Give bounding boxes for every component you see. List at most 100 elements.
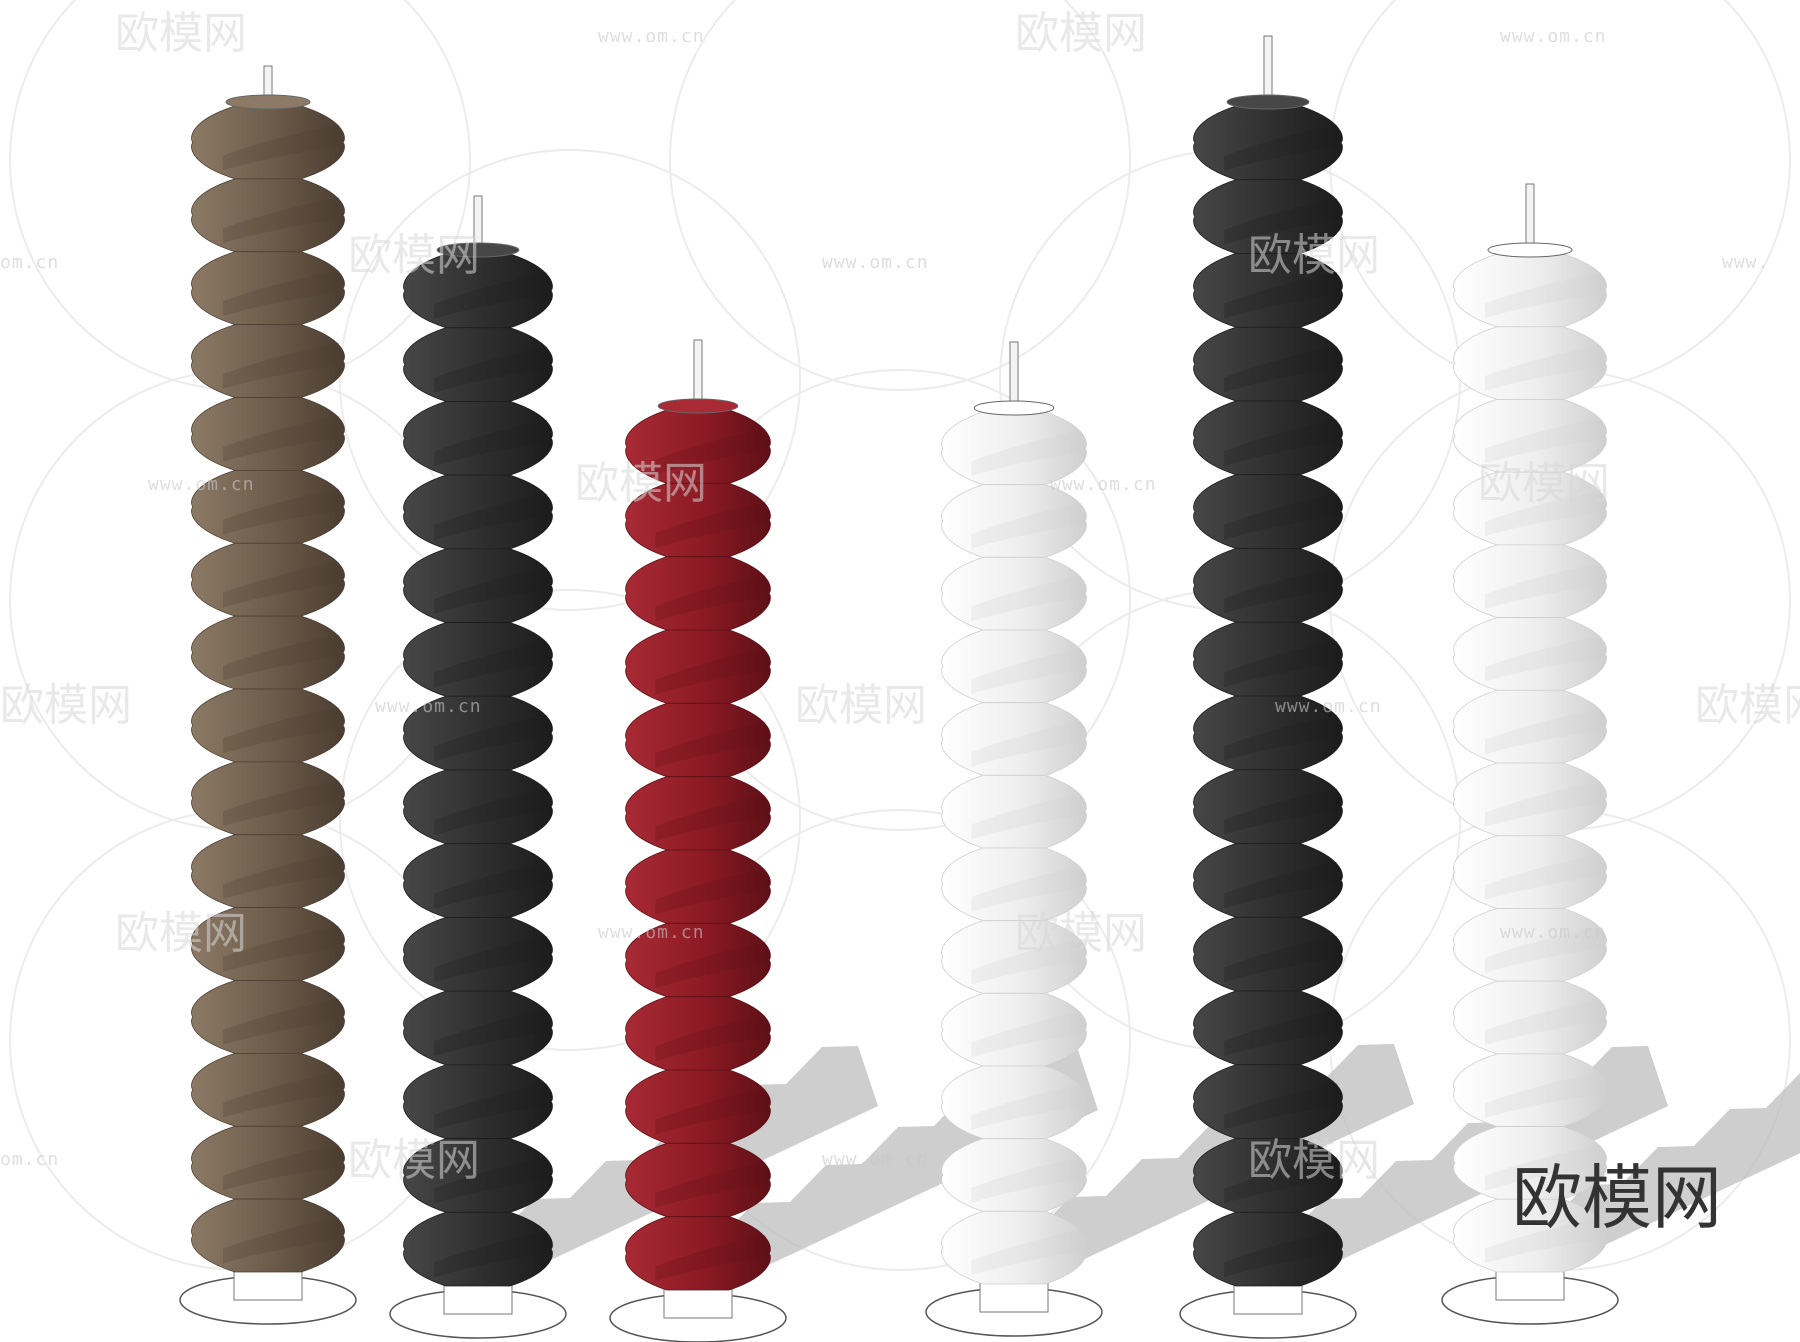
floor-lamp-2 xyxy=(389,195,567,1339)
lamp-rod xyxy=(1009,341,1019,407)
watermark-logo: 欧模网 xyxy=(115,8,247,59)
lamp-disc-shade xyxy=(1224,198,1338,245)
lamp-disc-shade xyxy=(1485,635,1602,682)
watermark-logo: 欧模网 xyxy=(1248,230,1380,281)
watermark-url-partial: www. xyxy=(1722,252,1769,273)
lamp-top-cap xyxy=(657,398,739,414)
lamp-disc-shade xyxy=(223,634,340,681)
lamp-disc-shade xyxy=(1485,417,1602,464)
lamp-disc xyxy=(1453,1198,1607,1273)
watermark-logo: 欧模网 xyxy=(1015,908,1147,959)
watermark-url: www.om.cn xyxy=(1275,696,1382,717)
lamp-top-cap xyxy=(1487,242,1573,258)
lamp-rod xyxy=(1263,35,1273,101)
lamp-disc-shade xyxy=(434,1230,548,1278)
floor-lamp-3 xyxy=(609,339,787,1342)
lamp-disc-shade xyxy=(1224,861,1338,909)
lamp-disc-shade xyxy=(1485,272,1602,318)
lamp-disc-shade xyxy=(971,1011,1082,1058)
lamp-disc xyxy=(625,1216,771,1291)
watermark-url: www.om.cn xyxy=(148,474,255,495)
lamp-disc-shade xyxy=(434,935,548,983)
lamp-disc-shade xyxy=(223,1217,340,1264)
lamp-disc-shade xyxy=(434,272,548,319)
watermark-url: www.om.cn xyxy=(822,252,929,273)
lamp-disc-shade xyxy=(1485,999,1602,1046)
lamp-disc-shade xyxy=(655,501,766,548)
watermark-logo: 欧模网 xyxy=(1695,680,1800,731)
lamp-disc-shade xyxy=(1485,344,1602,391)
lamp-disc-shade xyxy=(434,788,548,835)
lamp-disc-shade xyxy=(434,346,548,393)
lamp-disc-shade xyxy=(971,1156,1082,1203)
lamp-disc-shade xyxy=(223,852,340,899)
lamp-disc-shade xyxy=(971,1084,1082,1130)
lamp-disc-shade xyxy=(434,493,548,541)
lamp-disc-shade xyxy=(223,488,340,535)
lamp-disc-shade xyxy=(1485,926,1602,973)
lamp-disc-shade xyxy=(223,780,340,827)
lamp-top-cap xyxy=(225,94,311,110)
lamp-disc-shade xyxy=(1485,1072,1602,1118)
watermark-logo: 欧模网 xyxy=(1248,1135,1380,1186)
watermark-logo: 欧模网 xyxy=(575,458,707,509)
watermark-logo: 欧模网 xyxy=(1015,8,1147,59)
watermark-url: www.om.cn xyxy=(598,922,705,943)
lamp-disc-shade xyxy=(1224,1009,1338,1056)
lamp-disc-shade xyxy=(971,938,1082,985)
watermark-logo: 欧模网 xyxy=(115,908,247,959)
lamp-disc-shade xyxy=(1224,714,1338,761)
lamp-disc-shade xyxy=(1485,708,1602,755)
corner-watermark: 欧模网 xyxy=(1512,1157,1722,1239)
lamp-disc-shade xyxy=(971,793,1082,840)
lamp-disc-shade xyxy=(1485,1144,1602,1191)
lamp-disc-shade xyxy=(971,720,1082,767)
watermark-url-partial: om.cn xyxy=(0,252,59,273)
watermark-texts: 欧模网欧模网欧模网欧模网欧模网欧模网欧模网欧模网欧模网欧模网欧模网欧模网欧模网w… xyxy=(0,8,1800,1186)
watermark-logo: 欧模网 xyxy=(795,680,927,731)
lamp-disc-shade xyxy=(434,862,548,909)
lamp-disc-shade xyxy=(434,419,548,467)
lamp-disc-shade xyxy=(434,1009,548,1057)
lamp-disc-shade xyxy=(655,428,766,475)
watermark-logo: 欧模网 xyxy=(348,1135,480,1186)
lamp-disc-shade xyxy=(1224,935,1338,983)
lamp-disc-shade xyxy=(434,1157,548,1204)
lamp-disc-shade xyxy=(1485,490,1602,537)
lamp-disc xyxy=(941,1210,1087,1285)
lamp-disc-shade xyxy=(655,1235,766,1282)
lamp-disc-shade xyxy=(655,795,766,842)
lamp-disc-shade xyxy=(1224,493,1338,540)
lamp-top-cap xyxy=(973,400,1055,416)
watermark-url-partial: om.cn xyxy=(0,1149,59,1170)
watermark-url: www.om.cn xyxy=(822,1149,929,1170)
lamp-disc-shade xyxy=(655,648,766,695)
lamp-rod xyxy=(1525,183,1535,249)
lamp-disc-shade xyxy=(434,641,548,688)
lamp-disc-shade xyxy=(655,941,766,988)
lamp-disc-shade xyxy=(1485,1217,1602,1264)
lamp-disc-shade xyxy=(223,1071,340,1118)
watermark-logo: 欧模网 xyxy=(348,230,480,281)
lamp-top-cap xyxy=(436,242,520,258)
lamp-top-cap xyxy=(1226,94,1310,110)
watermark-url: www.om.cn xyxy=(1500,922,1607,943)
lamp-disc-shade xyxy=(655,868,766,915)
lamp-disc-shade xyxy=(223,925,340,972)
lamp-disc-shade xyxy=(223,707,340,754)
lamp-disc-shade xyxy=(655,1161,766,1208)
floor-lamp-1 xyxy=(179,65,357,1325)
lamp-disc-shade xyxy=(1224,566,1338,614)
lamp-disc xyxy=(403,1211,553,1287)
lamp-disc-shade xyxy=(434,567,548,614)
lamp-disc-shade xyxy=(223,415,340,462)
lamp-disc-shade xyxy=(1224,345,1338,393)
lamp-disc-shade xyxy=(223,1144,340,1191)
watermark-ring xyxy=(669,0,1131,391)
floor-lamp-6 xyxy=(1441,183,1619,1325)
lamp-disc xyxy=(1193,1211,1343,1287)
floor-lamp-4 xyxy=(925,341,1103,1337)
lamp-disc-shade xyxy=(223,124,340,171)
lamp-disc-shade xyxy=(1224,788,1338,835)
watermark-ring xyxy=(339,149,801,611)
